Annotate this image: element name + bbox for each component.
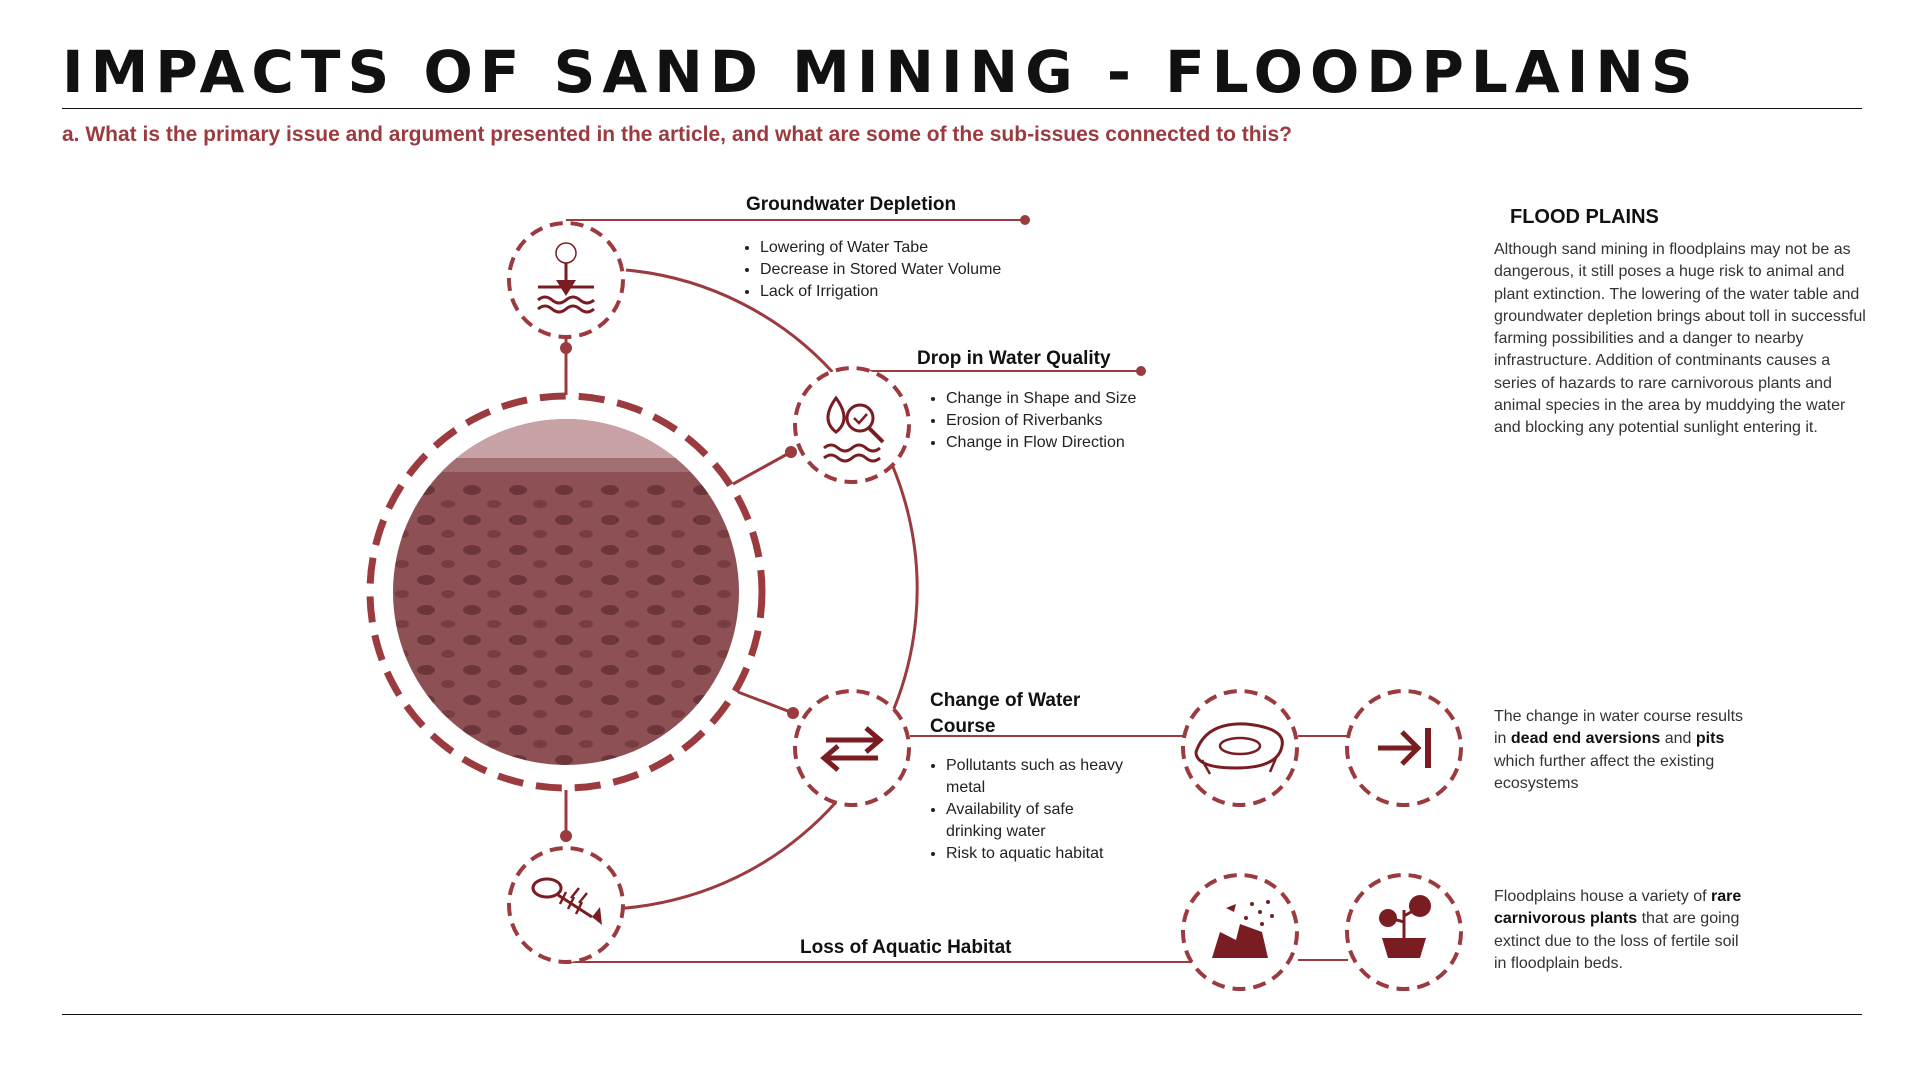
text-fragment: Floodplains house a variety of bbox=[1494, 888, 1712, 905]
course-heading-line2: Course bbox=[930, 716, 996, 737]
center-ring bbox=[366, 392, 766, 792]
bottom-divider bbox=[62, 1014, 1862, 1015]
list-item: Lowering of Water Tabe bbox=[760, 237, 1001, 259]
question-text: a. What is the primary issue and argumen… bbox=[62, 123, 1292, 146]
habitat-heading: Loss of Aquatic Habitat bbox=[800, 937, 1012, 958]
fish-skeleton-icon bbox=[507, 846, 625, 964]
polluted-seabed-icon bbox=[1181, 873, 1299, 991]
emphasis-text: dead end aversions bbox=[1510, 730, 1661, 748]
text-fragment: that are going extinct due to the loss o… bbox=[1494, 910, 1740, 972]
title-divider bbox=[62, 108, 1862, 109]
course-heading: Change of Water Course bbox=[930, 688, 1080, 740]
text-fragment: and bbox=[1660, 730, 1696, 748]
course-bullets: Pollutants such as heavy metal Availabil… bbox=[922, 755, 1126, 865]
list-item: Availability of safe drinking water bbox=[946, 799, 1126, 843]
list-item: Change in Shape and Size bbox=[946, 388, 1136, 410]
text-fragment: which further affect the existing ecosys… bbox=[1494, 752, 1715, 792]
list-item: Pollutants such as heavy metal bbox=[946, 755, 1126, 799]
list-item: Erosion of Riverbanks bbox=[946, 410, 1136, 432]
groundwater-heading: Groundwater Depletion bbox=[746, 194, 957, 215]
swap-arrows-icon bbox=[793, 689, 911, 807]
carnivorous-plant-icon bbox=[1345, 873, 1463, 991]
page-title: IMPACTS OF SAND MINING - FLOODPLAINS bbox=[62, 38, 1700, 106]
connector-arc bbox=[567, 268, 919, 911]
groundwater-bullets: Lowering of Water Tabe Decrease in Store… bbox=[736, 237, 1001, 303]
text-fragment: The change in water course results in bbox=[1494, 708, 1744, 748]
course-heading-line1: Change of Water bbox=[930, 690, 1081, 711]
dead-end-arrow-icon bbox=[1345, 689, 1463, 807]
emphasis-text: rare carnivorous plants bbox=[1494, 888, 1742, 928]
course-effect-text: The change in water course results in de… bbox=[1494, 706, 1744, 795]
list-item: Lack of Irrigation bbox=[760, 281, 1001, 303]
flood-plains-paragraph: Although sand mining in floodplains may … bbox=[1494, 241, 1866, 437]
pit-hole-icon bbox=[1181, 689, 1299, 807]
list-item: Risk to aquatic habitat bbox=[946, 843, 1126, 865]
list-item: Decrease in Stored Water Volume bbox=[760, 259, 1001, 281]
habitat-effect-text: Floodplains house a variety of rare carn… bbox=[1494, 886, 1752, 975]
quality-heading: Drop in Water Quality bbox=[917, 348, 1111, 369]
water-drop-magnifier-icon bbox=[793, 366, 911, 484]
quality-bullets: Change in Shape and Size Erosion of Rive… bbox=[922, 388, 1136, 454]
flooded-floodplain-photo bbox=[393, 419, 739, 765]
flood-plains-title: FLOOD PLAINS bbox=[1510, 206, 1659, 228]
shovel-water-icon bbox=[507, 221, 625, 339]
list-item: Change in Flow Direction bbox=[946, 432, 1136, 454]
emphasis-text: pits bbox=[1695, 730, 1725, 748]
